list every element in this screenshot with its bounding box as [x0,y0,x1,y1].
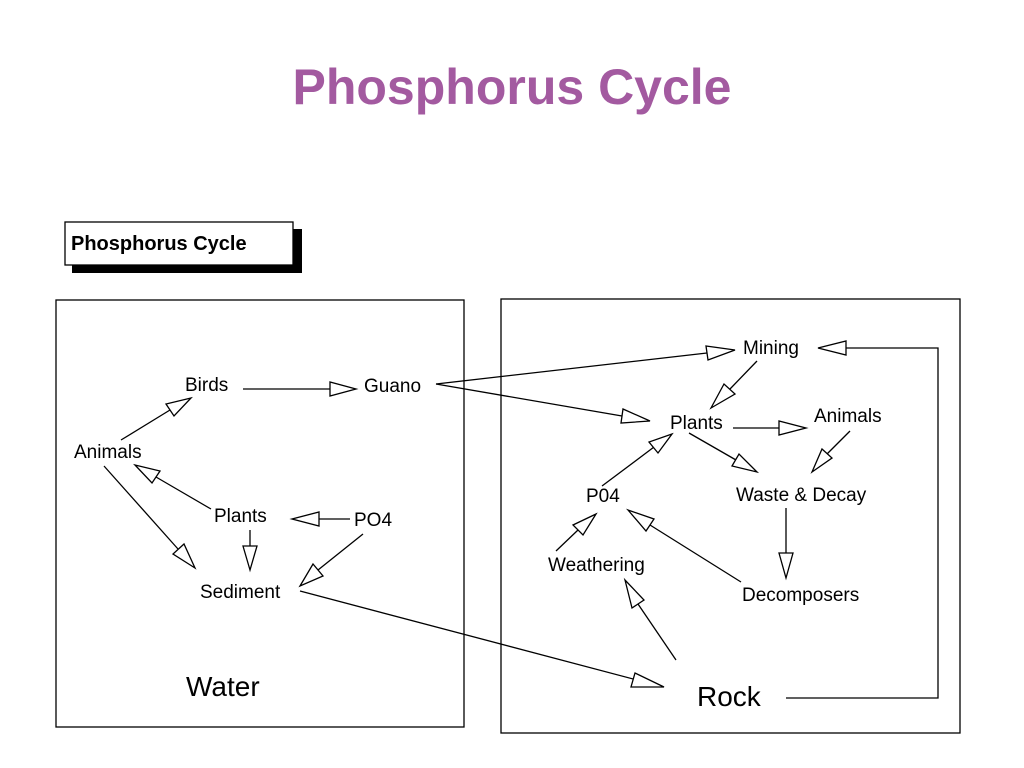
node-sediment: Sediment [200,582,281,603]
node-po4-water: PO4 [354,510,392,531]
edge-rock-mining [786,340,939,699]
edge-sediment-rock [299,590,665,688]
edge-plants-animals [133,463,212,510]
edge-po4-plants [289,511,350,527]
edge-po4-sediment [298,533,364,588]
slide-title: Phosphorus Cycle [292,59,732,115]
edge-waste-decomposers [778,508,794,581]
edge-birds-guano [243,381,359,397]
node-waste-decay: Waste & Decay [736,485,867,506]
node-decomposers: Decomposers [742,585,859,606]
edge-po4-plants-rock [601,432,674,487]
label-rock: Rock [697,681,762,712]
rock-nodes: Mining Plants Animals P04 Waste & Decay … [548,338,882,712]
edge-mining-plants [709,360,758,410]
water-panel [55,299,465,728]
edge-rock-weathering [623,577,677,661]
tag-label: Phosphorus Cycle [71,233,247,255]
node-animals-water: Animals [74,442,142,463]
node-po4-rock: P04 [586,486,620,507]
edges [103,340,939,699]
edge-weathering-po4 [555,512,598,552]
node-guano: Guano [364,376,421,397]
edge-decomposers-po4 [625,508,742,583]
node-birds: Birds [185,375,228,396]
node-mining: Mining [743,338,799,359]
rock-panel [500,298,961,734]
edge-plants-sediment [242,530,258,573]
edge-animals-sediment [103,465,197,570]
water-nodes: Birds Guano Animals Plants PO4 Sediment … [74,375,421,702]
edge-guano-plants [435,383,651,424]
node-plants-water: Plants [214,506,267,527]
edge-animals-birds [120,396,193,441]
tag-box [64,221,294,266]
node-animals-rock: Animals [814,406,882,427]
label-water: Water [186,671,260,702]
edge-guano-mining [435,345,736,385]
node-weathering: Weathering [548,555,645,576]
node-plants-rock: Plants [670,413,723,434]
diagram-tag: Phosphorus Cycle [64,221,302,273]
edge-animals-waste [810,430,851,474]
edge-plants-animals-rock [733,420,809,436]
edge-plants-waste [688,432,760,474]
